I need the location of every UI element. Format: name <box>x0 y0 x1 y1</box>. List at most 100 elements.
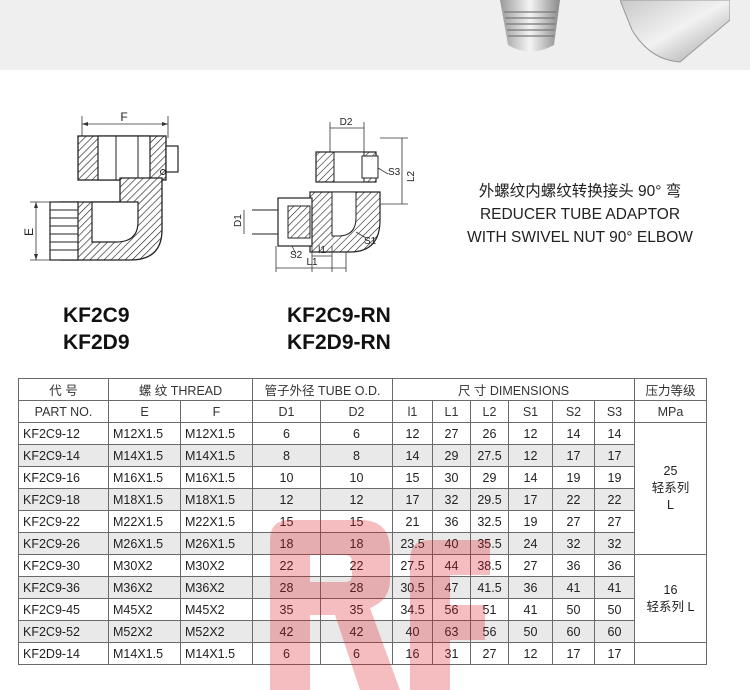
description-chinese: 外螺纹内螺纹转换接头 90° 弯 <box>478 183 682 200</box>
cell-F: M12X1.5 <box>180 422 253 445</box>
cell-S3: 27 <box>594 510 635 533</box>
cell-S1: 27 <box>508 554 553 577</box>
cell-L1: 27 <box>432 422 471 445</box>
cell-D1: 6 <box>252 642 321 665</box>
cell-L2: 41.5 <box>470 576 509 599</box>
header-pressure: 压力等级 <box>634 378 707 401</box>
cell-L2: 29 <box>470 466 509 489</box>
header-code: 代 号 <box>18 378 109 401</box>
cell-S3: 50 <box>594 598 635 621</box>
cell-L2: 56 <box>470 620 509 643</box>
cell-l1: 15 <box>392 466 433 489</box>
dim-label-L2: L2 <box>406 170 417 182</box>
cell-E: M30X2 <box>108 554 181 577</box>
threaded-fitting-photo <box>500 0 560 52</box>
cell-L1: 47 <box>432 576 471 599</box>
cell-E: M14X1.5 <box>108 642 181 665</box>
cell-l1: 23.5 <box>392 532 433 555</box>
cell-D1: 22 <box>252 554 321 577</box>
cell-S1: 14 <box>508 466 553 489</box>
cell-D1: 6 <box>252 422 321 445</box>
cell-D2: 6 <box>320 422 393 445</box>
cell-S1: 41 <box>508 598 553 621</box>
cell-S2: 60 <box>552 620 595 643</box>
right-part-codes: KF2C9-RN KF2D9-RN <box>287 302 391 356</box>
cell-F: M14X1.5 <box>180 444 253 467</box>
cell-L1: 31 <box>432 642 471 665</box>
cell-D1: 10 <box>252 466 321 489</box>
cell-l1: 40 <box>392 620 433 643</box>
cell-S1: 36 <box>508 576 553 599</box>
cell-L1: 30 <box>432 466 471 489</box>
cell-F: M52X2 <box>180 620 253 643</box>
cell-part: KF2C9-26 <box>18 532 109 555</box>
cell-F: M14X1.5 <box>180 642 253 665</box>
cell-E: M16X1.5 <box>108 466 181 489</box>
cell-S1: 17 <box>508 488 553 511</box>
cell-S1: 12 <box>508 642 553 665</box>
cell-E: M45X2 <box>108 598 181 621</box>
part-code-kf2d9-rn: KF2D9-RN <box>287 331 391 354</box>
cell-L2: 29.5 <box>470 488 509 511</box>
dim-label-S2: S2 <box>290 250 303 261</box>
cell-D2: 12 <box>320 488 393 511</box>
cell-l1: 30.5 <box>392 576 433 599</box>
header-col-l1: l1 <box>392 400 433 423</box>
cell-S3: 36 <box>594 554 635 577</box>
header-part-no: PART NO. <box>18 400 109 423</box>
header-col-S2: S2 <box>552 400 595 423</box>
pressure-code: L <box>667 498 674 512</box>
left-part-codes: KF2C9 KF2D9 <box>63 302 130 356</box>
cell-part: KF2C9-16 <box>18 466 109 489</box>
dim-label-S3: S3 <box>388 167 401 178</box>
cell-D1: 15 <box>252 510 321 533</box>
header-col-S3: S3 <box>594 400 635 423</box>
cell-L1: 44 <box>432 554 471 577</box>
header-col-D1: D1 <box>252 400 321 423</box>
cell-F: M45X2 <box>180 598 253 621</box>
cell-S2: 14 <box>552 422 595 445</box>
cell-part: KF2C9-22 <box>18 510 109 533</box>
header-col-F: F <box>180 400 253 423</box>
header-thread: 螺 纹 THREAD <box>108 378 253 401</box>
cell-F: M22X1.5 <box>180 510 253 533</box>
pressure-value: 25 <box>663 464 678 478</box>
cell-F: M26X1.5 <box>180 532 253 555</box>
elbow-fitting-photo <box>620 0 730 63</box>
cell-S2: 17 <box>552 444 595 467</box>
cell-S2: 27 <box>552 510 595 533</box>
cell-L2: 51 <box>470 598 509 621</box>
cell-D1: 18 <box>252 532 321 555</box>
dim-label-D1: D1 <box>233 214 244 227</box>
cell-S2: 19 <box>552 466 595 489</box>
cell-D2: 28 <box>320 576 393 599</box>
part-code-kf2d9: KF2D9 <box>63 331 130 354</box>
dimension-table: 代 号 螺 纹 THREAD 管子外径 TUBE O.D. 尺 寸 DIMENS… <box>18 378 707 665</box>
dim-label-l1: l1 <box>318 245 326 256</box>
cell-L1: 32 <box>432 488 471 511</box>
cell-L2: 26 <box>470 422 509 445</box>
cell-l1: 21 <box>392 510 433 533</box>
header-col-D2: D2 <box>320 400 393 423</box>
cell-L1: 29 <box>432 444 471 467</box>
cell-S1: 50 <box>508 620 553 643</box>
cell-l1: 27.5 <box>392 554 433 577</box>
cell-D2: 42 <box>320 620 393 643</box>
cell-S2: 32 <box>552 532 595 555</box>
cell-S3: 22 <box>594 488 635 511</box>
cell-D1: 28 <box>252 576 321 599</box>
cell-D2: 6 <box>320 642 393 665</box>
description-english-1: REDUCER TUBE ADAPTOR <box>479 206 681 223</box>
dim-label-L1: L1 <box>306 257 318 268</box>
cell-l1: 14 <box>392 444 433 467</box>
cell-l1: 12 <box>392 422 433 445</box>
dim-label-F: F <box>120 110 127 124</box>
cell-part: KF2C9-36 <box>18 576 109 599</box>
cell-S3: 41 <box>594 576 635 599</box>
